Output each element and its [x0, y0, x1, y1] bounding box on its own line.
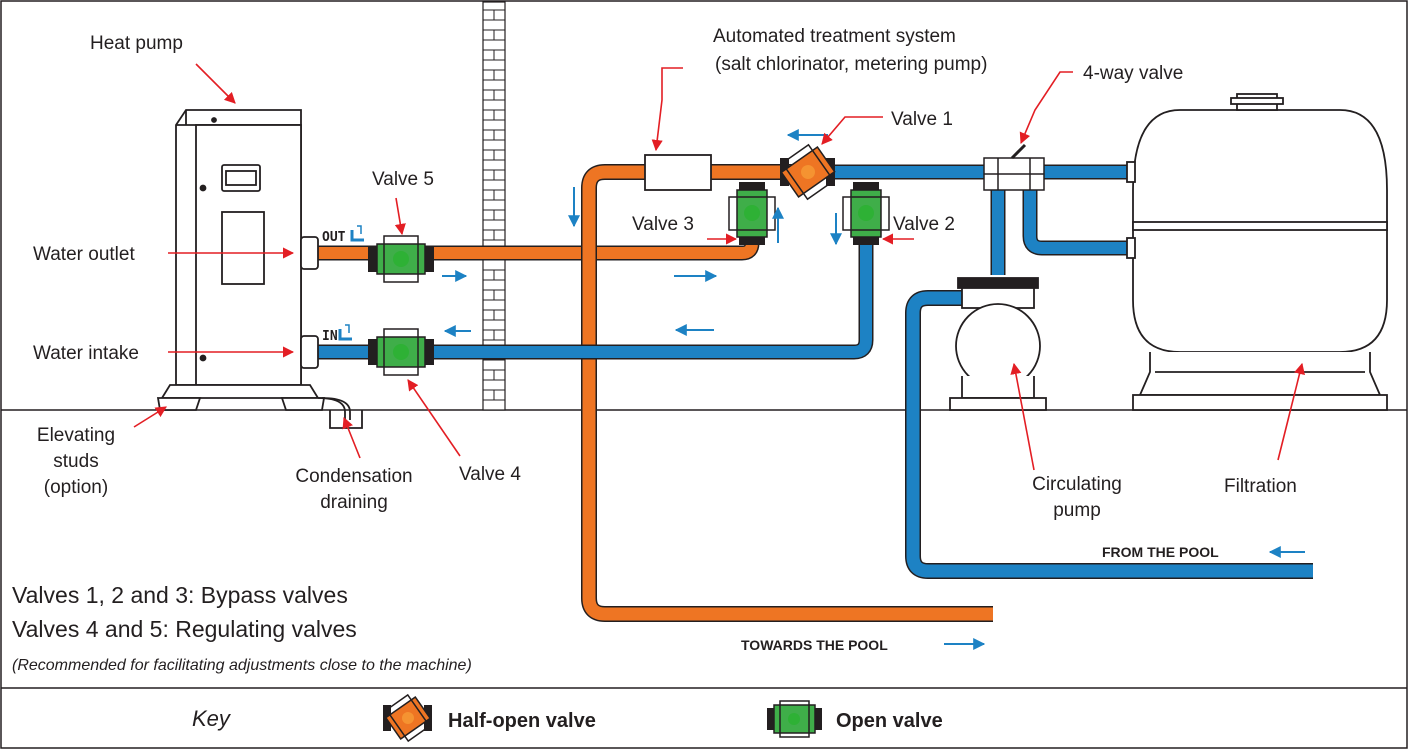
brick-wall [482, 1, 506, 411]
elevating-studs-label-line1: Elevating [37, 425, 115, 446]
valve-2-label: Valve 2 [893, 214, 955, 235]
valve-4[interactable] [368, 328, 434, 376]
four-way-valve [983, 143, 1045, 191]
heat-pump-unit [156, 109, 363, 429]
elevating-studs-label-line3: (option) [44, 477, 108, 498]
treatment-system-label-line1: Automated treatment system [713, 26, 956, 47]
key-open-valve-icon [767, 700, 822, 738]
note-bypass-valves: Valves 1, 2 and 3: Bypass valves [12, 582, 348, 608]
from-the-pool-label: FROM THE POOL [1102, 544, 1219, 560]
port-in-icon [338, 324, 352, 341]
valve-2[interactable] [842, 182, 890, 245]
water-outlet-label: Water outlet [33, 244, 135, 265]
valve-1-label: Valve 1 [891, 109, 953, 130]
key-open-label: Open valve [836, 710, 943, 732]
key-half-open-valve-icon [383, 693, 432, 743]
elevating-studs-label-line2: studs [53, 451, 98, 472]
valve-3[interactable] [728, 182, 776, 245]
callout-lines [133, 63, 1305, 471]
treatment-system-box [644, 154, 712, 191]
note-regulating-valves: Valves 4 and 5: Regulating valves [12, 616, 357, 642]
circulating-pump-label-line1: Circulating [1032, 474, 1122, 495]
four-way-valve-label: 4-way valve [1083, 63, 1183, 84]
key-title: Key [192, 706, 232, 731]
key-half-open-label: Half-open valve [448, 710, 596, 732]
treatment-system-label-line2: (salt chlorinator, metering pump) [715, 54, 987, 75]
towards-pool-pipe [581, 164, 993, 622]
port-in-label: IN [322, 329, 338, 344]
valve-5-label: Valve 5 [372, 169, 434, 190]
sand-filter [1126, 93, 1388, 411]
water-intake-label: Water intake [33, 343, 139, 364]
condensation-label-line1: Condensation [295, 466, 412, 487]
note-recommendation: (Recommended for facilitating adjustment… [12, 657, 472, 674]
port-out-label: OUT [322, 230, 346, 245]
valve-1[interactable] [777, 141, 838, 202]
condensation-label-line2: draining [320, 492, 388, 513]
port-out-icon [350, 225, 364, 242]
filtration-label: Filtration [1224, 476, 1297, 497]
valve-4-label: Valve 4 [459, 464, 521, 485]
valve-5[interactable] [368, 235, 434, 283]
heat-pump-label: Heat pump [90, 33, 183, 54]
circulating-pump [949, 277, 1047, 411]
circulating-pump-label-line2: pump [1053, 500, 1101, 521]
towards-the-pool-label: TOWARDS THE POOL [741, 637, 888, 653]
valve-3-label: Valve 3 [632, 214, 694, 235]
